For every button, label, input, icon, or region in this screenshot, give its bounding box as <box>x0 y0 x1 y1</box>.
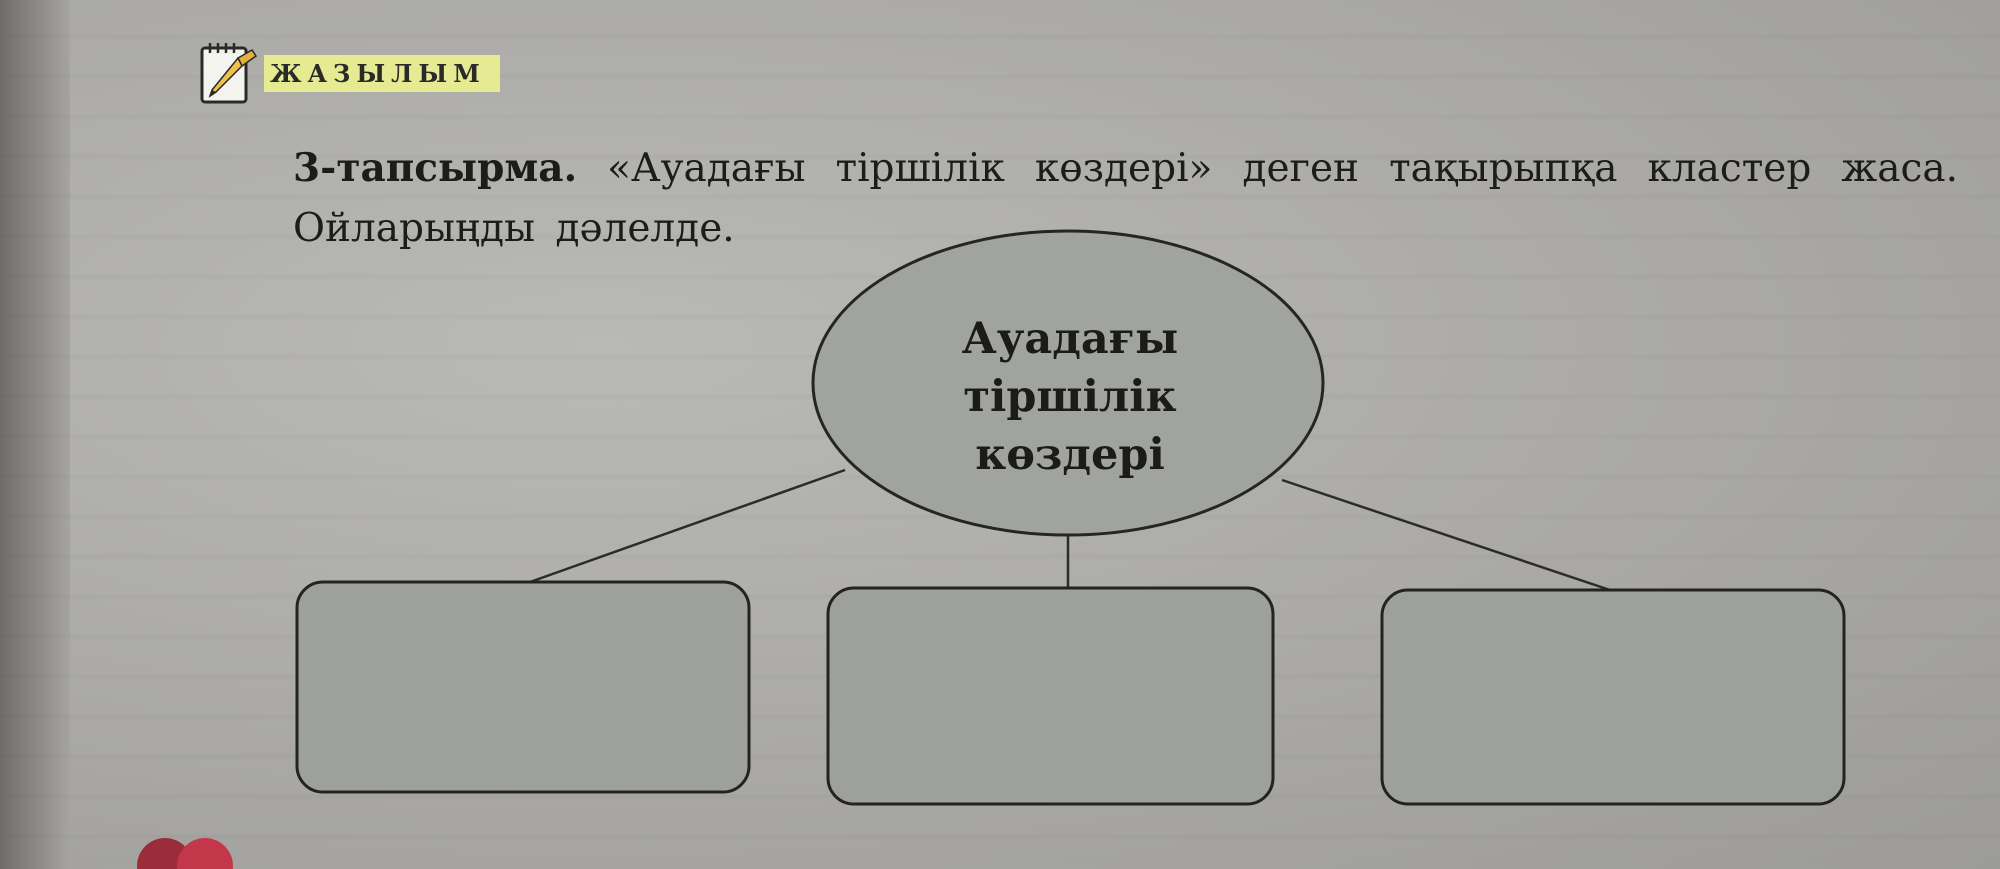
notepad-pencil-icon <box>200 43 258 104</box>
center-line-1: Ауадағы <box>961 314 1179 364</box>
task-instruction: 3-тапсырма. «Ауадағы тіршілік көздері» д… <box>293 138 1958 259</box>
section-header: ЖАЗЫЛЫМ <box>198 40 500 106</box>
section-label: ЖАЗЫЛЫМ <box>264 54 500 92</box>
center-line-2: тіршілік <box>963 372 1177 422</box>
center-ellipse <box>811 229 1325 537</box>
connector-right <box>1281 478 1611 592</box>
center-line-3: көздері <box>975 430 1165 480</box>
branch-box-right <box>1380 588 1846 806</box>
branch-box-middle <box>826 586 1275 806</box>
decorative-dots <box>137 838 233 869</box>
page-gutter-shadow <box>0 0 70 869</box>
branch-box-left <box>295 580 751 794</box>
center-label: Ауадағы тіршілік көздері <box>880 310 1260 484</box>
task-text: «Ауадағы тіршілік көздері» деген тақырып… <box>293 146 1958 251</box>
connector-left <box>529 468 846 584</box>
task-number: 3-тапсырма. <box>293 145 578 191</box>
